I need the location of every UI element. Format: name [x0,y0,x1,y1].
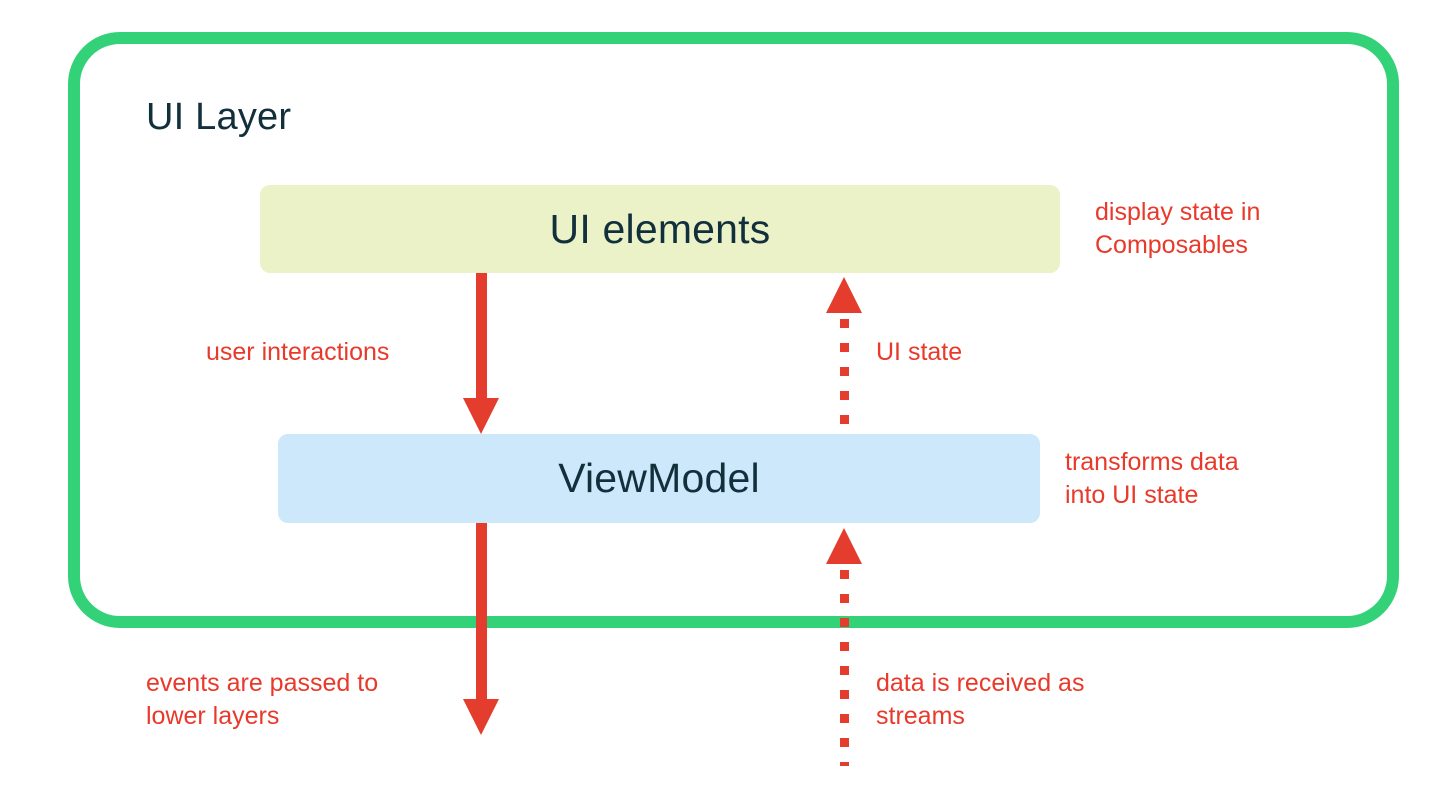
annotation-transforms-data: transforms data into UI state [1065,448,1239,509]
annotation-display-state: display state in Composables [1095,198,1261,259]
node-ui-elements-label: UI elements [549,205,771,252]
annotation-user-interactions: user interactions [206,338,390,366]
layer-title: UI Layer [146,96,292,138]
arrow-shaft-dotted [840,319,849,435]
ui-layer-container [68,32,1399,628]
node-ui-elements[interactable]: UI elements [260,185,1060,273]
arrow-head-up-icon [826,277,862,313]
arrow-shaft [476,523,487,699]
node-viewmodel[interactable]: ViewModel [278,434,1040,523]
arrow-head-down-icon [463,398,499,434]
arrow-head-down-icon [463,699,499,735]
arrow-head-up-icon [826,528,862,564]
annotation-ui-state: UI state [876,338,963,366]
arrow-shaft [476,273,487,398]
node-viewmodel-label: ViewModel [558,455,760,501]
arrow-shaft-dotted [840,570,849,766]
annotation-events-passed-to-lower-layers: events are passed to lower layers [146,669,379,730]
annotation-data-received-as-streams: data is received as streams [876,669,1085,730]
